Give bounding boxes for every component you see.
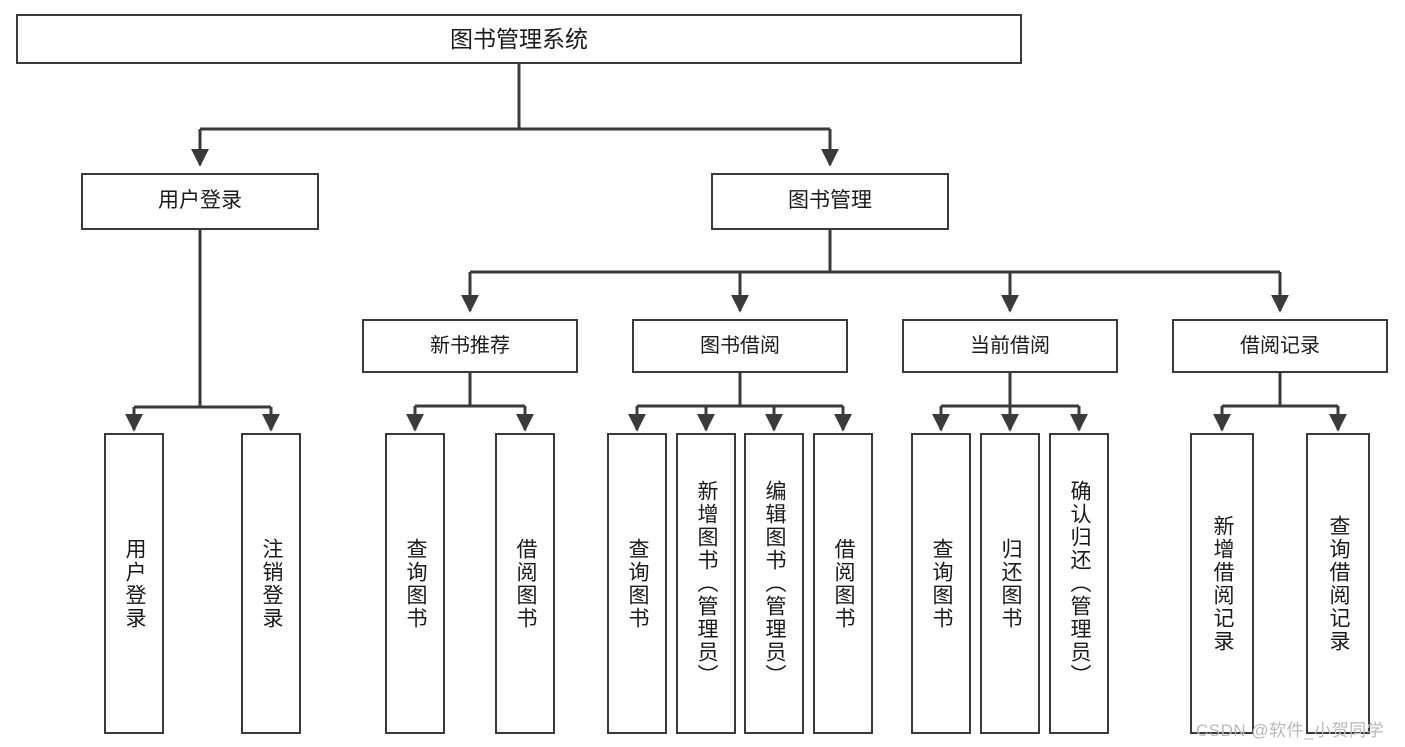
- node-book-management[interactable]: 图书管理: [711, 173, 949, 230]
- leaf-borrow-book-recommend[interactable]: 借阅图书: [495, 433, 555, 734]
- node-user-login[interactable]: 用户登录: [81, 173, 319, 230]
- node-label: 用户登录: [158, 189, 242, 213]
- node-label: 查询图书: [404, 537, 428, 630]
- node-borrow-record[interactable]: 借阅记录: [1172, 319, 1388, 373]
- leaf-add-book-admin[interactable]: 新增图书（管理员）: [676, 433, 736, 734]
- node-label: 用户登录: [123, 537, 147, 630]
- leaf-query-book-recommend[interactable]: 查询图书: [385, 433, 445, 734]
- node-new-book-recommend[interactable]: 新书推荐: [362, 319, 578, 373]
- leaf-query-book-current[interactable]: 查询图书: [911, 433, 971, 734]
- node-label: 新增借阅记录: [1211, 514, 1235, 653]
- node-label: 归还图书: [999, 537, 1023, 630]
- node-label: 查询借阅记录: [1327, 514, 1351, 653]
- node-label: 新书推荐: [430, 334, 510, 357]
- node-label: 当前借阅: [970, 334, 1050, 357]
- node-label: 确认归还（管理员）: [1068, 480, 1092, 687]
- leaf-logout[interactable]: 注销登录: [241, 433, 301, 734]
- node-label: 查询图书: [930, 537, 954, 630]
- leaf-user-login[interactable]: 用户登录: [104, 433, 164, 734]
- node-label: 图书管理: [788, 189, 872, 213]
- leaf-confirm-return-admin[interactable]: 确认归还（管理员）: [1049, 433, 1109, 734]
- node-label: 图书借阅: [700, 334, 780, 357]
- node-label: 新增图书（管理员）: [695, 480, 719, 687]
- leaf-edit-book-admin[interactable]: 编辑图书（管理员）: [744, 433, 804, 734]
- node-label: 借阅图书: [832, 537, 856, 630]
- node-root-system[interactable]: 图书管理系统: [16, 14, 1022, 64]
- node-label: 借阅图书: [514, 537, 538, 630]
- node-label: 图书管理系统: [450, 25, 588, 52]
- node-current-borrow[interactable]: 当前借阅: [902, 319, 1118, 373]
- leaf-query-borrow-record[interactable]: 查询借阅记录: [1306, 433, 1370, 734]
- leaf-add-borrow-record[interactable]: 新增借阅记录: [1190, 433, 1254, 734]
- node-label: 借阅记录: [1240, 334, 1320, 357]
- node-label: 注销登录: [260, 537, 284, 630]
- leaf-borrow-book[interactable]: 借阅图书: [813, 433, 873, 734]
- node-book-borrow[interactable]: 图书借阅: [632, 319, 848, 373]
- node-label: 编辑图书（管理员）: [763, 480, 787, 687]
- node-label: 查询图书: [626, 537, 650, 630]
- watermark-text: CSDN @软件_小贺同学: [1196, 721, 1385, 740]
- leaf-return-book[interactable]: 归还图书: [980, 433, 1040, 734]
- leaf-query-book-borrow[interactable]: 查询图书: [607, 433, 667, 734]
